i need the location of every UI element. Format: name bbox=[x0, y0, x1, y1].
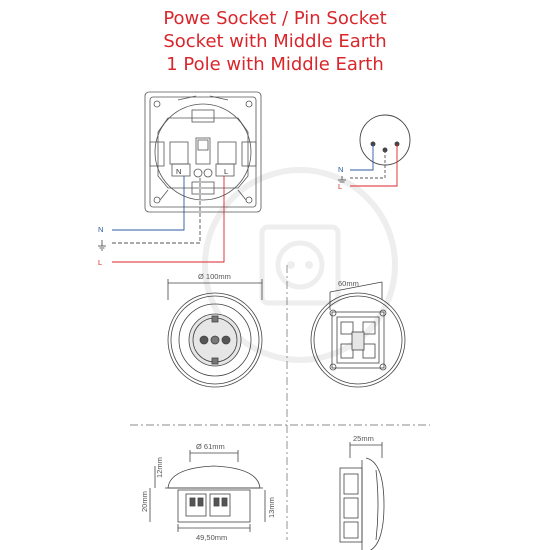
terminal-n-label: N bbox=[176, 167, 181, 176]
profile-view bbox=[339, 442, 385, 550]
dim-front-diameter: Ø 100mm bbox=[198, 272, 231, 281]
live-label-right: L bbox=[338, 182, 342, 191]
neutral-label-left: N bbox=[98, 225, 103, 234]
neutral-label-right: N bbox=[338, 165, 343, 174]
front-view bbox=[167, 279, 263, 388]
rear-view bbox=[310, 281, 406, 388]
side-view-bottom bbox=[149, 450, 266, 532]
divider-lines bbox=[130, 265, 430, 540]
terminal-l-label: L bbox=[224, 167, 228, 176]
dim-height-top: 12mm bbox=[155, 457, 164, 478]
dim-base-height: 13mm bbox=[267, 497, 276, 518]
title-line-3: 1 Pole with Middle Earth bbox=[166, 54, 384, 75]
dim-base-width: 49,50mm bbox=[196, 533, 227, 542]
earth-symbol-right bbox=[338, 176, 346, 183]
dim-depth: 25mm bbox=[353, 434, 374, 443]
dim-side-diameter: Ø 61mm bbox=[196, 442, 225, 451]
title-line-2: Socket with Middle Earth bbox=[163, 31, 387, 52]
wires-left bbox=[112, 176, 225, 263]
live-label-left: L bbox=[98, 258, 102, 267]
earth-symbol-left bbox=[98, 240, 106, 251]
dim-inner-width: 60mm bbox=[338, 279, 359, 288]
socket-insert-top bbox=[144, 91, 262, 213]
schematic-symbol bbox=[350, 114, 411, 187]
title-line-1: Powe Socket / Pin Socket bbox=[163, 8, 387, 29]
dim-height-body: 20mm bbox=[140, 491, 149, 512]
